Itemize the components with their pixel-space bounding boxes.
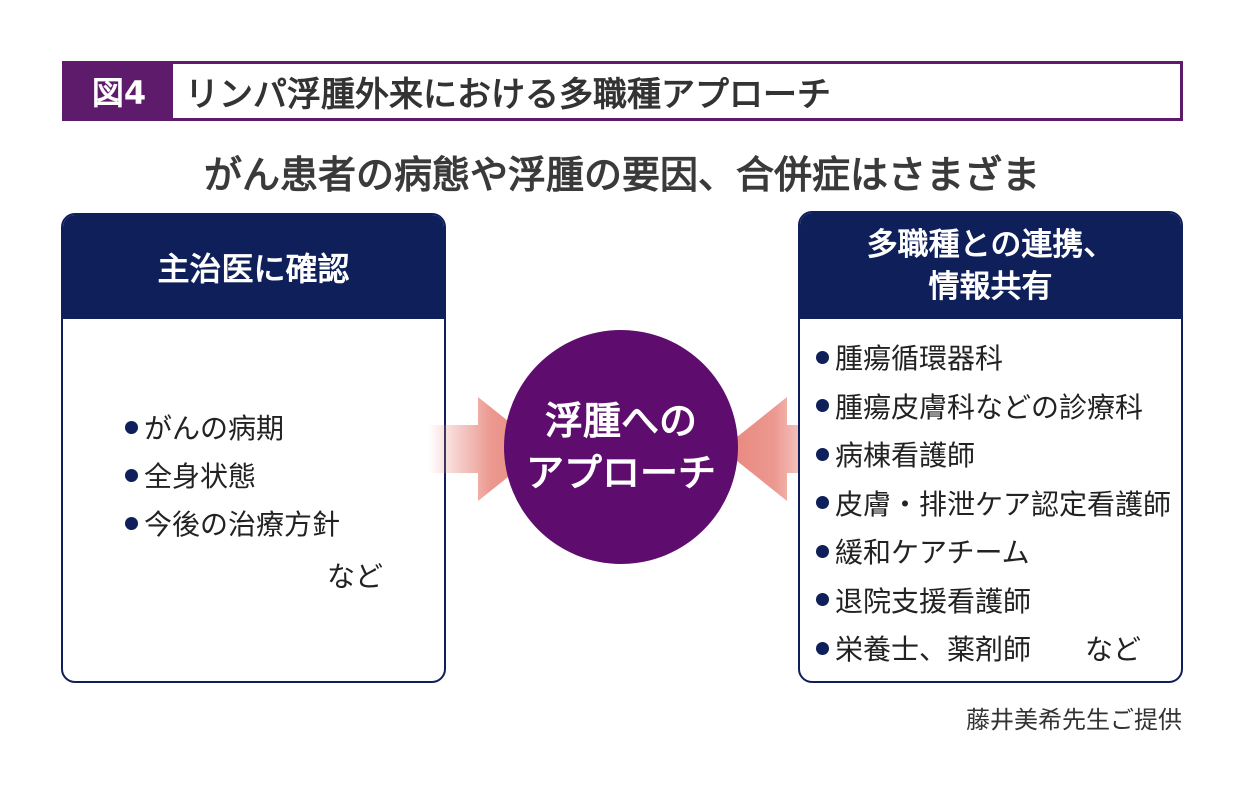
list-item: 退院支援看護師 <box>816 576 1171 625</box>
list-item-label: 今後の治療方針 <box>144 508 341 541</box>
list-item-label: 腫瘍循環器科 <box>835 342 1004 376</box>
right-box-heading: 多職種との連携、 情報共有 <box>800 213 1181 319</box>
right-box-multidisciplinary: 多職種との連携、 情報共有 腫瘍循環器科 腫瘍皮膚科などの診療科 病棟看護師 皮… <box>798 211 1183 683</box>
left-item-list: がんの病期 全身状態 今後の治療方針 <box>125 403 340 547</box>
right-item-list: 腫瘍循環器科 腫瘍皮膚科などの診療科 病棟看護師 皮膚・排泄ケア認定看護師 緩和… <box>816 333 1171 673</box>
arrow-left-icon <box>722 397 837 501</box>
list-item: 皮膚・排泄ケア認定看護師 <box>816 479 1171 528</box>
bullet-icon <box>816 496 829 510</box>
list-item-label: 病棟看護師 <box>835 439 976 473</box>
bullet-icon <box>125 516 138 530</box>
figure-label: 図4 <box>65 64 173 118</box>
bullet-icon <box>816 641 829 655</box>
right-box-heading-line1: 多職種との連携、 <box>866 227 1115 263</box>
figure-title-bar: 図4 リンパ浮腫外来における多職種アプローチ <box>62 61 1183 121</box>
bullet-icon <box>125 468 138 482</box>
bullet-icon <box>816 447 829 461</box>
list-item-label: がんの病期 <box>144 412 285 445</box>
list-item-label: 皮膚・排泄ケア認定看護師 <box>835 487 1172 521</box>
list-item-label: 退院支援看護師 <box>835 584 1032 618</box>
credit-line: 藤井美希先生ご提供 <box>966 706 1182 734</box>
bullet-icon <box>816 593 829 607</box>
right-etc-label: など <box>1085 633 1142 667</box>
center-label-line2: アプローチ <box>525 451 716 495</box>
list-item: 全身状態 <box>125 451 340 499</box>
list-item: 病棟看護師 <box>816 430 1171 479</box>
left-etc-label: など <box>327 560 384 593</box>
arrow-right-icon <box>428 397 543 501</box>
list-item: 今後の治療方針 <box>125 499 340 547</box>
list-item: がんの病期 <box>125 403 340 451</box>
subtitle: がん患者の病態や浮腫の要因、合併症はさまざま <box>203 153 1040 197</box>
list-item: 腫瘍皮膚科などの診療科 <box>816 382 1171 431</box>
center-circle-edema-approach: 浮腫への アプローチ <box>504 330 738 564</box>
bullet-icon <box>816 350 829 364</box>
bullet-icon <box>125 420 138 434</box>
list-item: 腫瘍循環器科 <box>816 333 1171 382</box>
list-item: 栄養士、薬剤師 など <box>816 624 1171 673</box>
list-item: 緩和ケアチーム <box>816 527 1171 576</box>
left-box-heading: 主治医に確認 <box>63 215 444 319</box>
left-box-primary-physician: 主治医に確認 がんの病期 全身状態 今後の治療方針 など <box>61 213 446 683</box>
right-box-heading-line2: 情報共有 <box>928 269 1053 305</box>
list-item-label: 緩和ケアチーム <box>835 536 1030 570</box>
list-item-label: 栄養士、薬剤師 <box>835 633 1032 667</box>
list-item-label: 腫瘍皮膚科などの診療科 <box>835 390 1144 424</box>
center-label-line1: 浮腫への <box>544 399 697 443</box>
figure-title: リンパ浮腫外来における多職種アプローチ <box>185 74 831 115</box>
bullet-icon <box>816 544 829 558</box>
bullet-icon <box>816 399 829 413</box>
list-item-label: 全身状態 <box>144 460 257 493</box>
